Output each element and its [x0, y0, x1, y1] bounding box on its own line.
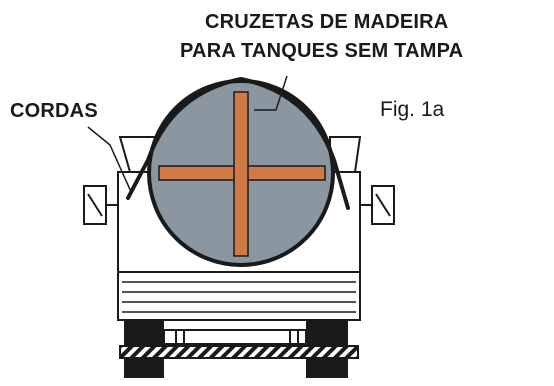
- crossbar-leader: [254, 75, 288, 111]
- rope-line: [126, 76, 350, 210]
- title-line-2: PARA TANQUES SEM TAMPA: [180, 40, 464, 62]
- ropes: [126, 76, 350, 210]
- wooden-cross: [158, 91, 326, 257]
- rope-leader: [87, 126, 133, 195]
- left-mirror: [83, 185, 118, 225]
- right-mirror: [360, 185, 395, 225]
- leader-lines: [87, 75, 288, 195]
- bed-platform: [117, 271, 361, 321]
- title-line-1: CRUZETAS DE MADEIRA: [205, 11, 449, 33]
- axle: [163, 329, 307, 345]
- ropes-label: CORDAS: [10, 100, 98, 122]
- figure-label: Fig. 1a: [380, 98, 445, 121]
- cargo-bed: [117, 271, 361, 321]
- rear-bumper: [119, 345, 359, 359]
- cross-vertical-beam: [233, 91, 249, 257]
